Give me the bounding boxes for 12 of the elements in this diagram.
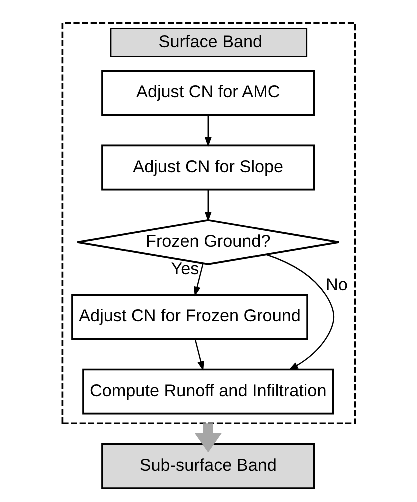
node-box: Adjust CN for Frozen Ground [71,294,308,340]
arrow [194,424,222,453]
node-box: Adjust CN for Slope [101,144,315,191]
arrow [194,264,204,297]
node-box: Adjust CN for AMC [101,70,315,116]
arrow [204,115,212,148]
node-box: Sub-surface Band [101,444,315,490]
arrow [266,254,334,370]
arrow [204,190,212,222]
arrow [194,339,204,372]
node-box: Compute Runoff and Infiltration [82,368,334,415]
edge-label: No [326,274,348,294]
